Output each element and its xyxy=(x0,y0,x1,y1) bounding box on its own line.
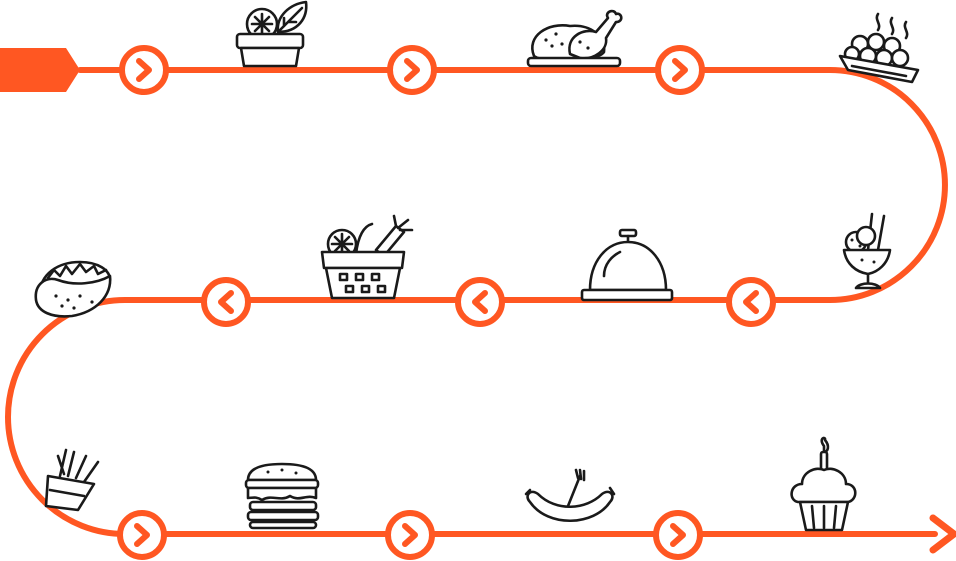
chevron-right-icon xyxy=(670,523,686,547)
fruit-tray-icon xyxy=(838,12,920,84)
step-marker-6 xyxy=(201,277,251,327)
serving-cloche-icon xyxy=(580,228,674,302)
step-marker-7 xyxy=(117,510,167,560)
step-marker-1 xyxy=(119,45,169,95)
chevron-right-icon xyxy=(136,58,152,82)
end-arrowhead xyxy=(929,514,956,554)
sausage-icon xyxy=(524,468,616,522)
step-marker-4 xyxy=(726,277,776,327)
chevron-right-icon xyxy=(134,523,150,547)
step-marker-8 xyxy=(385,510,435,560)
chevron-right-icon xyxy=(404,58,420,82)
taco-icon xyxy=(34,260,112,318)
chevron-right-icon xyxy=(672,58,688,82)
french-fries-icon xyxy=(44,448,100,512)
step-marker-9 xyxy=(653,510,703,560)
roast-chicken-icon xyxy=(526,9,623,68)
vegetable-basket-icon xyxy=(320,214,414,300)
chevron-left-icon xyxy=(743,290,759,314)
step-marker-5 xyxy=(455,277,505,327)
cupcake-icon xyxy=(790,436,857,532)
chevron-right-icon xyxy=(402,523,418,547)
step-marker-3 xyxy=(655,45,705,95)
burger-icon xyxy=(244,462,320,530)
chevron-left-icon xyxy=(218,290,234,314)
ice-cream-sundae-icon xyxy=(842,212,892,290)
step-marker-2 xyxy=(387,45,437,95)
start-flag xyxy=(0,48,80,92)
salad-bowl-icon xyxy=(235,0,308,68)
chevron-left-icon xyxy=(472,290,488,314)
